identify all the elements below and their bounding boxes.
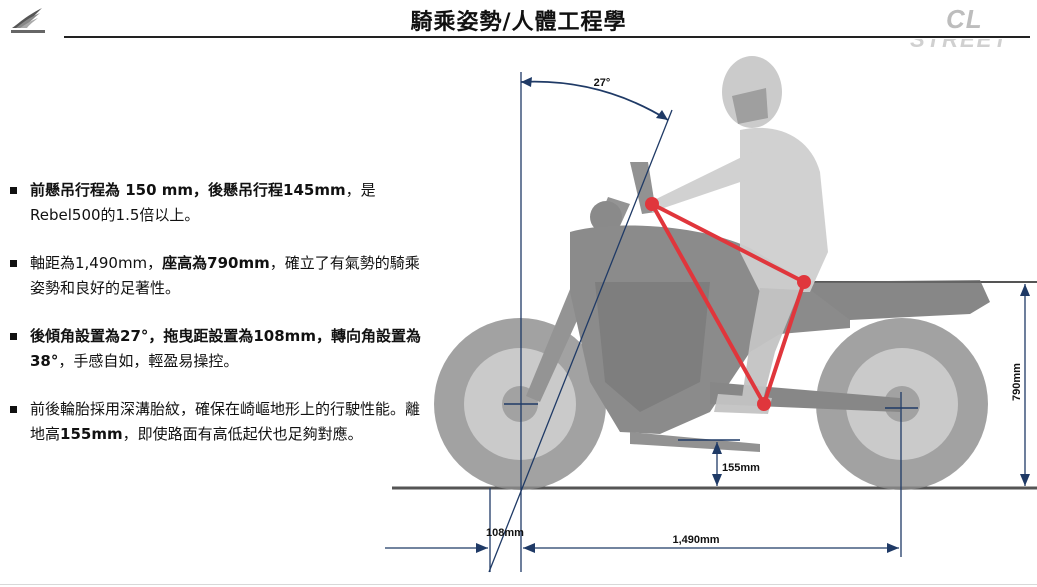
brand-subtitle-mark: STREET (910, 39, 1024, 48)
ground-clearance-label: 155mm (722, 462, 760, 474)
bullet-square-icon (10, 260, 17, 267)
feature-text-bold: 座高為790mm (162, 254, 270, 272)
brand-mark: CL (946, 4, 983, 34)
bullet-square-icon (10, 406, 17, 413)
feature-text: ，即使路面有高低起伏也足夠對應。 (122, 425, 363, 443)
steering-axis-line (488, 109, 673, 573)
page-title: 騎乘姿勢/人體工程學 (410, 10, 627, 35)
title-divider (64, 36, 1030, 38)
feature-text-bold: 後傾角設置為27°，拖曳距設置為108mm，轉向角設置為38° (30, 327, 421, 370)
feature-list-item: 前懸吊行程為 150 mm，後懸吊行程145mm，是 Rebel500的1.5倍… (10, 178, 422, 228)
wing-logo-icon (11, 8, 45, 33)
feature-text: ，是 Rebel500的1.5倍以上。 (30, 181, 376, 224)
feature-text: ，確立了有氣勢的騎乘姿勢和良好的足著性。 (30, 254, 420, 297)
feature-list-item: 軸距為1,490mm，座高為790mm，確立了有氣勢的騎乘姿勢和良好的足著性。 (10, 251, 422, 301)
feature-text-bold: 155mm (60, 425, 123, 443)
feature-text-bold: 前懸吊行程為 150 mm，後懸吊行程145mm (30, 181, 346, 199)
rake-angle-arc (520, 80, 669, 121)
feature-text: 軸距為1,490mm， (30, 254, 163, 272)
feature-text: ，手感自如，輕盈易操控。 (58, 352, 239, 370)
seat-height-label: 790mm (1011, 363, 1023, 401)
ergonomic-triangle (645, 197, 811, 411)
rider-silhouette (650, 56, 828, 414)
bullet-square-icon (10, 333, 17, 340)
motorcycle-silhouette (434, 162, 990, 490)
riding-position-diagram: 27° 790mm 155mm 108mm 1,490mm (385, 56, 1037, 573)
bullet-square-icon (10, 187, 17, 194)
wheelbase-label: 1,490mm (672, 534, 719, 546)
feature-text: 前後輪胎採用深溝胎紋，確保在崎嶇地形上的行駛性能。離地高 (30, 400, 421, 443)
trail-label: 108mm (486, 527, 524, 539)
feature-list-item: 前後輪胎採用深溝胎紋，確保在崎嶇地形上的行駛性能。離地高155mm，即使路面有高… (10, 397, 422, 447)
feature-list: 前懸吊行程為 150 mm，後懸吊行程145mm，是 Rebel500的1.5倍… (10, 178, 422, 470)
feature-list-item: 後傾角設置為27°，拖曳距設置為108mm，轉向角設置為38°，手感自如，輕盈易… (10, 324, 422, 374)
rake-angle-label: 27° (594, 77, 611, 89)
footer-divider (0, 584, 1037, 585)
